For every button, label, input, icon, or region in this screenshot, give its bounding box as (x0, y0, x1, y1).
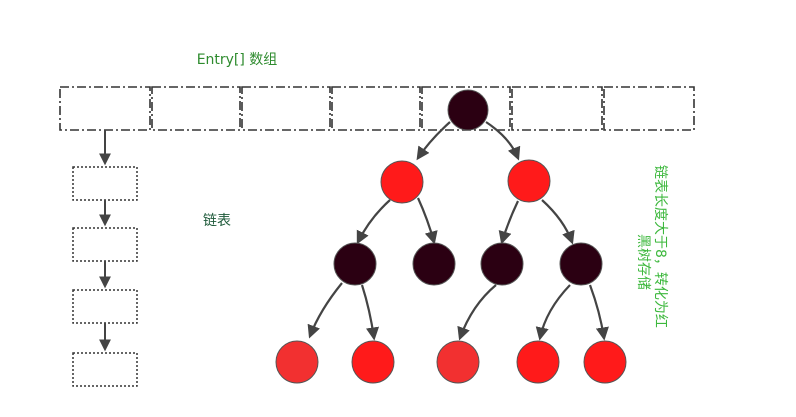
list-node (72, 227, 138, 262)
tree-node-red (436, 340, 480, 384)
tree-note-line-2: 黑树存储 (635, 234, 651, 290)
array-cell (151, 86, 241, 131)
tree-edge (416, 197, 438, 245)
tree-edge (485, 121, 521, 161)
tree-edge (356, 199, 391, 245)
tree-node-red (380, 160, 424, 204)
entry-array (59, 86, 695, 131)
tree-edge (360, 284, 380, 341)
tree-node-black (559, 242, 603, 286)
tree-node-black (447, 89, 489, 131)
tree-node-black (412, 242, 456, 286)
tree-edge (588, 284, 609, 341)
array-title: Entry[] 数组 (197, 52, 278, 68)
tree-conversion-note: 链表长度大于8，转化为红 黑树存储 (635, 165, 668, 328)
tree-node-black (480, 242, 524, 286)
list-node (72, 166, 138, 201)
tree-edges (307, 121, 609, 341)
linked-list-label: 链表 (203, 213, 231, 229)
tree-edge (457, 284, 497, 341)
tree-node-red (275, 340, 319, 384)
tree-edge (307, 282, 343, 339)
array-cell (331, 86, 421, 131)
tree-node-red (351, 340, 395, 384)
array-cell (241, 86, 331, 131)
tree-node-red (507, 159, 551, 203)
tree-nodes (275, 89, 627, 384)
tree-edge (535, 284, 571, 341)
array-cell (603, 86, 695, 131)
tree-note-line-1: 链表长度大于8，转化为红 (652, 165, 668, 328)
tree-node-black (333, 242, 377, 286)
array-cell (59, 86, 151, 131)
tree-node-red (516, 340, 560, 384)
list-node (72, 352, 138, 387)
tree-node-red (583, 340, 627, 384)
tree-edge (541, 199, 575, 245)
tree-edge (498, 200, 519, 245)
array-cell (511, 86, 603, 131)
linked-list (72, 130, 138, 387)
list-node (72, 289, 138, 324)
tree-edge (416, 121, 451, 161)
